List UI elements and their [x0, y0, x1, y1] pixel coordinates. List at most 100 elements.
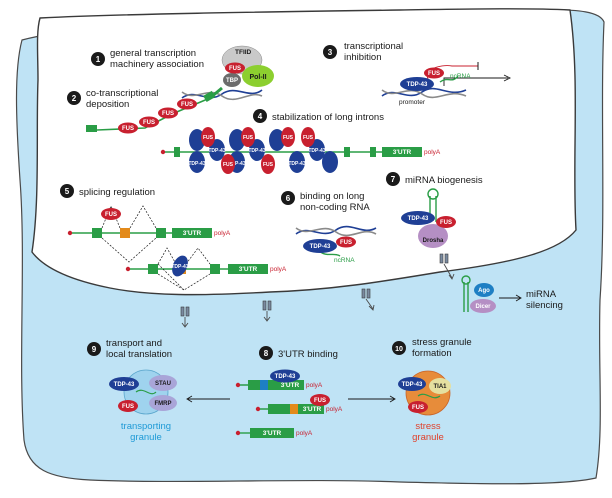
svg-text:splicing regulation: splicing regulation: [79, 187, 155, 198]
svg-text:FUS: FUS: [412, 405, 424, 411]
svg-text:4: 4: [258, 112, 263, 121]
svg-text:TDP-43: TDP-43: [288, 161, 305, 167]
svg-text:FUS: FUS: [181, 102, 193, 108]
svg-text:general transcription: general transcription: [110, 48, 196, 59]
svg-text:Pol-II: Pol-II: [249, 74, 266, 81]
svg-text:FMRP: FMRP: [155, 401, 172, 407]
svg-text:TDP-43: TDP-43: [275, 374, 296, 380]
svg-text:granule: granule: [130, 432, 162, 443]
step-3: 3 transcriptional inhibition TDP-43 FUS …: [323, 41, 512, 106]
step-5: 5 splicing regulation 3'UTR polyA FUS 3'…: [60, 184, 287, 291]
svg-text:FUS: FUS: [314, 398, 326, 404]
svg-text:FUS: FUS: [303, 135, 314, 141]
svg-text:deposition: deposition: [86, 99, 129, 110]
svg-text:TFIID: TFIID: [235, 49, 252, 56]
svg-text:transport and: transport and: [106, 338, 162, 349]
svg-text:transcriptional: transcriptional: [344, 41, 403, 52]
svg-text:stabilization of long introns: stabilization of long introns: [272, 112, 384, 123]
svg-text:binding on long: binding on long: [300, 191, 364, 202]
svg-text:FUS: FUS: [263, 162, 274, 168]
svg-text:polyA: polyA: [326, 406, 343, 413]
svg-text:3: 3: [328, 48, 333, 57]
svg-text:stress granule: stress granule: [412, 337, 472, 348]
svg-text:TDP-43: TDP-43: [408, 216, 429, 222]
svg-text:Drosha: Drosha: [423, 238, 444, 244]
svg-text:FUS: FUS: [162, 111, 174, 117]
svg-text:miRNA biogenesis: miRNA biogenesis: [405, 175, 483, 186]
svg-text:3'UTR: 3'UTR: [239, 266, 258, 273]
svg-text:FUS: FUS: [122, 404, 134, 410]
nuclear-pores: [180, 253, 449, 317]
svg-text:ncRNA: ncRNA: [334, 257, 355, 264]
svg-text:TDP-43: TDP-43: [402, 382, 423, 388]
svg-text:TDP-43: TDP-43: [310, 244, 331, 250]
mirna-silencing: Ago Dicer miRNA silencing: [461, 275, 563, 313]
svg-text:FUS: FUS: [440, 220, 452, 226]
svg-text:TDP-43: TDP-43: [114, 382, 135, 388]
step-10: 10 stress granule formation TDP-43 TIA1 …: [348, 337, 472, 443]
svg-text:FUS: FUS: [229, 66, 241, 72]
svg-text:polyA: polyA: [270, 266, 287, 273]
svg-text:TDP-43: TDP-43: [248, 148, 265, 154]
svg-text:6: 6: [286, 194, 291, 203]
step-9: 9 transport and local translation TDP-43…: [87, 338, 230, 443]
svg-text:5: 5: [65, 187, 70, 196]
svg-text:polyA: polyA: [296, 430, 313, 437]
svg-text:10: 10: [395, 346, 403, 353]
svg-text:ncRNA: ncRNA: [450, 73, 471, 80]
svg-text:co-transcriptional: co-transcriptional: [86, 88, 158, 99]
svg-text:stress: stress: [415, 421, 441, 432]
svg-text:TDP-43: TDP-43: [208, 148, 225, 154]
fus-cluster: FUS FUS FUS FUS FUS FUS: [201, 127, 315, 174]
svg-text:miRNA: miRNA: [526, 289, 557, 300]
svg-text:non-coding RNA: non-coding RNA: [300, 202, 370, 213]
step-8: 8 3'UTR binding 3'UTR polyA TDP-43 3'UTR…: [235, 346, 343, 438]
svg-text:9: 9: [92, 345, 97, 354]
svg-text:3'UTR binding: 3'UTR binding: [278, 349, 338, 360]
svg-text:polyA: polyA: [214, 230, 231, 237]
svg-text:STAU: STAU: [155, 381, 171, 387]
svg-text:TDP-43: TDP-43: [308, 148, 325, 154]
svg-text:inhibition: inhibition: [344, 52, 382, 63]
svg-text:polyA: polyA: [306, 382, 323, 389]
svg-text:polyA: polyA: [424, 149, 441, 156]
svg-text:FUS: FUS: [223, 162, 234, 168]
svg-text:formation: formation: [412, 348, 452, 359]
svg-text:FUS: FUS: [122, 126, 134, 132]
svg-text:silencing: silencing: [526, 300, 563, 311]
step-4: 4 stabilization of long introns 3'UTR po…: [160, 109, 441, 174]
svg-text:TDP-43: TDP-43: [407, 82, 428, 88]
svg-text:1: 1: [96, 55, 101, 64]
svg-text:FUS: FUS: [340, 240, 352, 246]
svg-text:granule: granule: [412, 432, 444, 443]
svg-text:3'UTR: 3'UTR: [281, 382, 300, 389]
svg-text:FUS: FUS: [105, 212, 117, 218]
svg-text:FUS: FUS: [143, 120, 155, 126]
step-2: 2 co-transcriptional deposition FUS FUS …: [67, 88, 216, 134]
svg-text:TDP-43: TDP-43: [171, 264, 188, 270]
step-7: 7 miRNA biogenesis Drosha TDP-43 FUS: [386, 172, 483, 248]
svg-text:local translation: local translation: [106, 349, 172, 360]
svg-text:machinery association: machinery association: [110, 59, 204, 70]
svg-text:7: 7: [391, 175, 396, 184]
svg-text:8: 8: [264, 349, 269, 358]
svg-text:3'UTR: 3'UTR: [263, 430, 282, 437]
svg-text:FUS: FUS: [203, 135, 214, 141]
svg-text:TDP-43: TDP-43: [228, 161, 245, 167]
svg-text:transporting: transporting: [121, 421, 171, 432]
svg-text:promoter: promoter: [399, 99, 426, 106]
svg-text:FUS: FUS: [243, 135, 254, 141]
svg-text:TIA1: TIA1: [433, 384, 447, 390]
svg-text:Ago: Ago: [478, 288, 490, 294]
svg-text:TDP-43: TDP-43: [188, 161, 205, 167]
svg-text:FUS: FUS: [428, 71, 440, 77]
svg-text:Dicer: Dicer: [475, 304, 491, 310]
step-6: 6 binding on long non-coding RNA TDP-43 …: [281, 191, 377, 264]
svg-text:3'UTR: 3'UTR: [393, 149, 412, 156]
export-arrows: [181, 263, 455, 328]
svg-text:FUS: FUS: [283, 135, 294, 141]
svg-text:3'UTR: 3'UTR: [303, 406, 322, 413]
svg-text:2: 2: [72, 94, 77, 103]
svg-text:TBP: TBP: [226, 78, 238, 84]
